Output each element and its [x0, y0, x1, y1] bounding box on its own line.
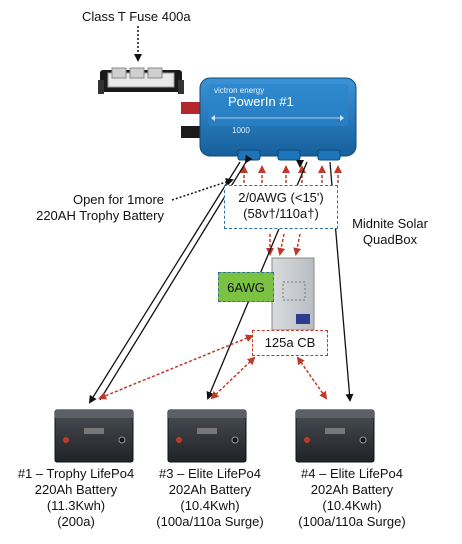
battery-1-line4: (200a) — [57, 514, 95, 529]
battery-1-line2: 220Ah Battery — [34, 482, 118, 497]
battery-1-line1: #1 – Trophy LifePo4 — [17, 466, 135, 481]
open-slot-pointer — [171, 178, 234, 201]
quadbox-device — [271, 257, 315, 331]
battery-3-line1: #3 – Elite LifePo4 — [159, 466, 261, 481]
red-arrows-quadbox — [266, 233, 302, 256]
battery-4-line4: (100a/110a Surge) — [298, 514, 406, 529]
battery-4 — [295, 409, 375, 463]
red-arrows-batteries — [98, 334, 328, 400]
open-slot-line1: Open for 1more — [72, 192, 164, 207]
open-slot-line2: 220AH Trophy Battery — [36, 208, 164, 223]
red-arrows-top — [240, 165, 342, 183]
cable-spec-line2: (58v†/110a†) — [243, 206, 319, 221]
battery-1-label: #1 – Trophy LifePo4 220Ah Battery (11.3K… — [0, 466, 152, 530]
powerin-device — [181, 77, 357, 161]
battery-4-line2: 202Ah Battery — [310, 482, 394, 497]
battery-3-line2: 202Ah Battery — [168, 482, 252, 497]
class-t-fuse — [98, 67, 184, 94]
awg6-tag: 6AWG — [218, 272, 274, 302]
open-slot-label: Open for 1more 220AH Trophy Battery — [12, 192, 164, 224]
quadbox-line1: Midnite Solar — [352, 216, 428, 231]
circuit-breaker-box: 125a CB — [252, 330, 328, 356]
battery-4-line3: (10.4Kwh) — [322, 498, 382, 513]
battery-1 — [54, 409, 134, 463]
battery-3-line4: (100a/110a Surge) — [156, 514, 264, 529]
battery-1-line3: (11.3Kwh) — [46, 498, 106, 513]
powerin-title: PowerIn #1 — [228, 94, 294, 109]
fuse-label: Class T Fuse 400a — [82, 9, 191, 24]
cable-spec-line1: 2/0AWG (<15') — [238, 190, 324, 205]
quadbox-label: Midnite Solar QuadBox — [334, 216, 446, 248]
battery-4-label: #4 – Elite LifePo4 202Ah Battery (10.4Kw… — [282, 466, 422, 530]
quadbox-line2: QuadBox — [362, 232, 418, 247]
cable-spec-box: 2/0AWG (<15') (58v†/110a†) — [224, 185, 338, 229]
powerin-brand: victron energy — [214, 86, 265, 95]
battery-4-line1: #4 – Elite LifePo4 — [301, 466, 403, 481]
powerin-rating: 1000 — [232, 126, 250, 135]
battery-3-line3: (10.4Kwh) — [180, 498, 240, 513]
battery-3 — [167, 409, 247, 463]
battery-3-label: #3 – Elite LifePo4 202Ah Battery (10.4Kw… — [140, 466, 280, 530]
